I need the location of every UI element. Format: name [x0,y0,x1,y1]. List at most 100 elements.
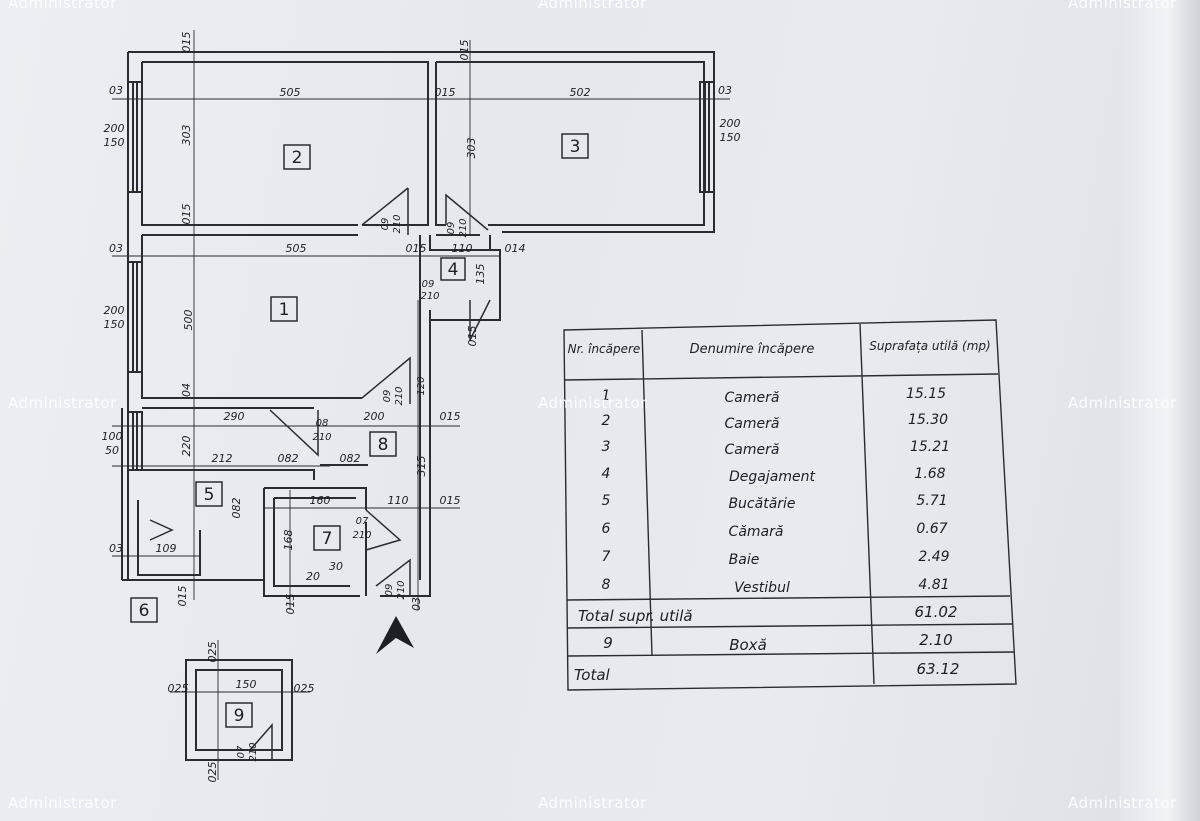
dim-label: 082 [230,498,243,519]
wall-room-2 [142,61,429,226]
dim-label: 135 [474,264,487,285]
room-label-5: 5 [204,485,215,505]
table-row-name: Cameră [725,390,780,406]
dim-label: 110 [388,494,409,507]
table-row-area: 2.49 [918,549,949,565]
table-row-name: Bucătărie [728,496,795,512]
total-area: 63.12 [917,660,960,678]
dim-label: 015 [466,326,479,347]
dim-label: 150 [104,318,125,331]
dim-label: 315 [415,456,428,477]
window-room-5 [127,411,143,471]
room-label-1: 1 [279,300,290,320]
dim-label: 502 [570,86,591,99]
watermark-text: Administrator [538,794,647,812]
table-row-area: 15.21 [910,439,950,455]
total-label: Total [574,666,611,684]
extra-row-nr: 9 [603,634,613,652]
dim-label: 015 [180,204,193,225]
extra-row-area: 2.10 [919,631,952,649]
table-row-nr: 6 [602,521,611,537]
dim-label: 505 [286,242,307,255]
dim-label: 025 [206,642,219,663]
door-label: 09 [380,218,391,231]
door-label: 210 [420,291,439,302]
room-label-3: 3 [570,137,581,157]
watermark-text: Administrator [1068,0,1177,12]
dim-label: 303 [180,125,193,146]
dim-label: 212 [212,452,233,465]
dim-label: 150 [236,678,257,691]
watermark-text: Administrator [538,394,647,412]
dim-label: 015 [440,410,461,423]
watermark-text: Administrator [1068,394,1177,412]
door-label: 09 [446,222,457,235]
extra-row-name: Boxă [729,636,767,654]
room-label-8: 8 [378,435,389,455]
dim-label: 015 [458,40,471,61]
watermark-text: Administrator [538,0,647,12]
dim-label: 109 [156,542,177,555]
wall-room-6 [137,500,201,576]
table-row-area: 5.71 [916,493,947,509]
table-row-area: 1.68 [914,466,945,482]
dim-label: 025 [168,682,189,695]
room-label-4: 4 [448,260,459,280]
dim-label: 303 [465,138,478,159]
north-arrow-icon [376,616,414,654]
dim-label: 120 [416,376,427,395]
window-room-3 [699,81,715,193]
wall-outline-top [128,51,715,233]
window-room-2 [127,81,143,193]
window-room-1 [127,261,143,373]
dim-label: 04 [180,383,193,397]
room-label-2: 2 [292,148,303,168]
door-label: 210 [248,742,259,761]
dim-label: 03 [410,597,423,611]
dim-label: 015 [406,242,427,255]
dim-label: 110 [452,242,473,255]
table-row-name: Cameră [725,416,780,432]
table-row-name: Cameră [725,442,780,458]
dim-label: 20 [306,570,320,583]
dim-label: 082 [340,452,361,465]
dim-label: 200 [364,410,385,423]
room-label-6: 6 [139,601,150,621]
door-label: 210 [352,530,371,541]
total-util-area: 61.02 [915,603,958,621]
dim-label: 200 [720,117,741,130]
dim-label: 150 [104,136,125,149]
wall-room-7 [264,487,367,510]
dim-label: 30 [329,560,343,573]
table-row-nr: 2 [602,413,611,429]
table-row-nr: 4 [602,466,611,482]
table-row-name: Baie [729,552,760,568]
paper-edge [1120,0,1200,821]
table-rows: 1 Cameră 15.15 2 Cameră 15.30 3 Cameră 1… [602,386,951,596]
dim-label: 200 [104,122,125,135]
dim-label: 200 [104,304,125,317]
table-row-nr: 5 [602,493,611,509]
dim-label: 50 [105,444,119,457]
table-row-area: 15.30 [908,412,948,428]
door-label: 09 [422,279,435,290]
dim-label: 015 [284,594,297,615]
door-label: 09 [382,390,393,403]
watermark-text: Administrator [1068,794,1177,812]
dim-label: 100 [102,430,123,443]
dim-label: 03 [109,84,123,97]
dim-label: 160 [310,494,331,507]
wall-room-5 [142,469,315,480]
dim-label: 500 [182,310,195,331]
table-row-name: Cămară [729,524,784,540]
table-row-nr: 3 [602,439,611,455]
wall-room-9 [185,659,293,761]
area-table-grid [563,319,1017,691]
dim-label: 025 [294,682,315,695]
dim-label: 015 [440,494,461,507]
room-label-7: 7 [322,529,333,549]
dim-label: 290 [224,410,245,423]
table-row-area: 15.15 [906,386,946,402]
dim-label: 03 [109,242,123,255]
